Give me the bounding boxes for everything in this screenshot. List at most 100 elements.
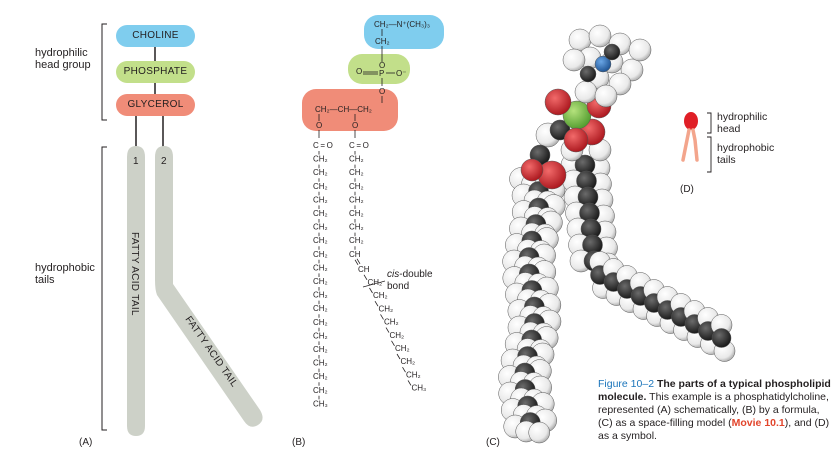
oxygen-atom — [563, 127, 589, 153]
hydrogen-atom — [628, 38, 652, 62]
formula-ch2: CH₂ — [313, 331, 328, 340]
formula-ch2: CH₂ — [313, 155, 328, 164]
carbon-atom — [579, 65, 597, 83]
formula-phosphate-o-minus: O⁻ — [396, 69, 406, 78]
symbol-head — [684, 112, 698, 130]
formula-ch2: CH₂ — [349, 155, 364, 164]
hydrogen-atom — [588, 24, 612, 48]
formula-ch2: CH₂ — [313, 250, 328, 259]
formula-ch2: CH₂ — [313, 386, 328, 395]
formula-bond — [356, 258, 361, 265]
formula-ch2: CH₂ — [395, 344, 410, 353]
bond-label: bond — [387, 281, 409, 292]
formula-bond — [385, 327, 390, 333]
formula-ch2: CH₂ — [313, 372, 328, 381]
hydrogen-atom — [562, 48, 586, 72]
formula-choline-ch2: CH₂ — [375, 37, 390, 46]
formula-choline-top: CH₂—N⁺(CH₃)₃ — [374, 20, 430, 29]
fatty-acid-tail-1 — [127, 146, 145, 436]
head-group-label-line-2: head group — [35, 59, 91, 71]
tail-number-1: 1 — [133, 156, 139, 167]
formula-bond — [369, 287, 373, 294]
carbon-atom — [603, 43, 621, 61]
symbol-tails-bracket — [707, 136, 712, 173]
formula-ch2: CH₂ — [313, 277, 328, 286]
formula-ch2: CH₂ — [313, 359, 328, 368]
glycerol-pill: GLYCEROL — [116, 94, 195, 116]
formula-phosphate-p: P — [379, 69, 384, 78]
formula-bond — [391, 340, 395, 347]
formula-ch2: CH₂ — [313, 195, 328, 204]
formula-ch2: CH₂ — [349, 223, 364, 232]
tails-label-line-1: hydrophobic — [35, 262, 95, 274]
formula-chain-1: C = O CH₂ CH₂ CH₂ CH₂ CH₂ CH₂ CH₂ CH₂ CH₂ CH₂ CH₂ CH… — [313, 141, 333, 408]
formula-ch: CH — [349, 250, 361, 259]
symbol-head-label-line-1: hydrophilic — [717, 111, 768, 123]
panel-d-label: (D) — [680, 184, 694, 195]
formula-carbonyl: C = O — [349, 141, 369, 150]
symbol-head-label: hydrophilic head — [717, 111, 767, 135]
hydrogen-atom — [594, 84, 618, 108]
formula-glycerol-o-2: O — [352, 121, 358, 130]
formula-phosphate-o-bottom: O — [379, 87, 385, 96]
panel-b-label: (B) — [292, 437, 306, 448]
formula-bond — [363, 274, 368, 281]
hydrogen-atom — [528, 421, 550, 444]
tails-label: hydrophobic tails — [35, 262, 95, 286]
formula-ch2: CH₂ — [368, 278, 383, 287]
formula-bond — [402, 366, 406, 373]
formula-ch3: CH₃ — [313, 399, 328, 408]
formula-glycerol-bg — [302, 89, 398, 131]
symbol-tail-1 — [681, 128, 691, 162]
panel-a-label: (A) — [79, 437, 93, 448]
oxygen-atom — [544, 88, 572, 116]
formula-bond — [354, 259, 359, 266]
formula-ch: CH — [358, 265, 370, 274]
formula-ch2: CH₂ — [401, 357, 416, 366]
formula-ch2: CH₂ — [313, 304, 328, 313]
carbon-atom — [711, 328, 732, 348]
head-group-label: hydrophilic head group — [35, 47, 99, 71]
symbol-tails-label-line-2: tails — [717, 154, 736, 166]
formula-chain-2: C = O CH₂ CH₂ CH₂ CH₂ CH₂ CH₂ CH₂ CH CH CH₂ CH₂ CH₂ C… — [349, 141, 426, 393]
panel-c-label: (C) — [486, 437, 500, 448]
caption-figure-number: Figure 10–2 — [598, 378, 655, 390]
formula-ch2: CH₂ — [313, 263, 328, 272]
formula-bond — [396, 353, 401, 360]
choline-pill: CHOLINE — [116, 25, 195, 47]
head-group-bracket — [101, 23, 107, 121]
formula-bond — [374, 300, 379, 307]
formula-ch2: CH₂ — [384, 318, 399, 327]
formula-ch2: CH₂ — [349, 236, 364, 245]
symbol-tails-label: hydrophobic tails — [717, 142, 774, 166]
tails-label-line-2: tails — [35, 274, 55, 286]
formula-ch2: CH₂ — [406, 370, 421, 379]
formula-phosphate-o-top: O — [379, 61, 385, 70]
caption-title: The parts of a typical phospholipid mole… — [598, 378, 831, 403]
formula-ch3: CH₃ — [412, 384, 427, 393]
tail-text-1: FATTY ACID TAIL — [129, 232, 140, 316]
formula-ch2: CH₂ — [313, 182, 328, 191]
atom-cluster — [498, 24, 736, 444]
formula-ch2: CH₂ — [313, 223, 328, 232]
formula-phosphate-bg — [348, 54, 410, 84]
caption-text-1: This example is a phosphatidylcholine, r… — [598, 391, 829, 429]
fatty-acid-tail-2 — [155, 146, 263, 427]
phosphate-pill: PHOSPHATE — [116, 61, 195, 83]
caption-movie-link[interactable]: Movie 10.1 — [731, 417, 785, 429]
cis-word: cis — [387, 269, 399, 280]
formula-glycerol-o-1: O — [316, 121, 322, 130]
formula-phosphate-o-left: O — [356, 67, 362, 76]
formula-ch2: CH₂ — [349, 182, 364, 191]
cis-pointer-line — [362, 280, 386, 288]
formula-ch2: CH₂ — [349, 209, 364, 218]
formula-ch2: CH₂ — [379, 304, 394, 313]
formula-carbonyl: C = O — [313, 141, 333, 150]
formula-ch2: CH₂ — [349, 168, 364, 177]
symbol-head-label-line-2: head — [717, 123, 741, 135]
formula-ch2: CH₂ — [390, 331, 405, 340]
formula-ch2: CH₂ — [313, 345, 328, 354]
